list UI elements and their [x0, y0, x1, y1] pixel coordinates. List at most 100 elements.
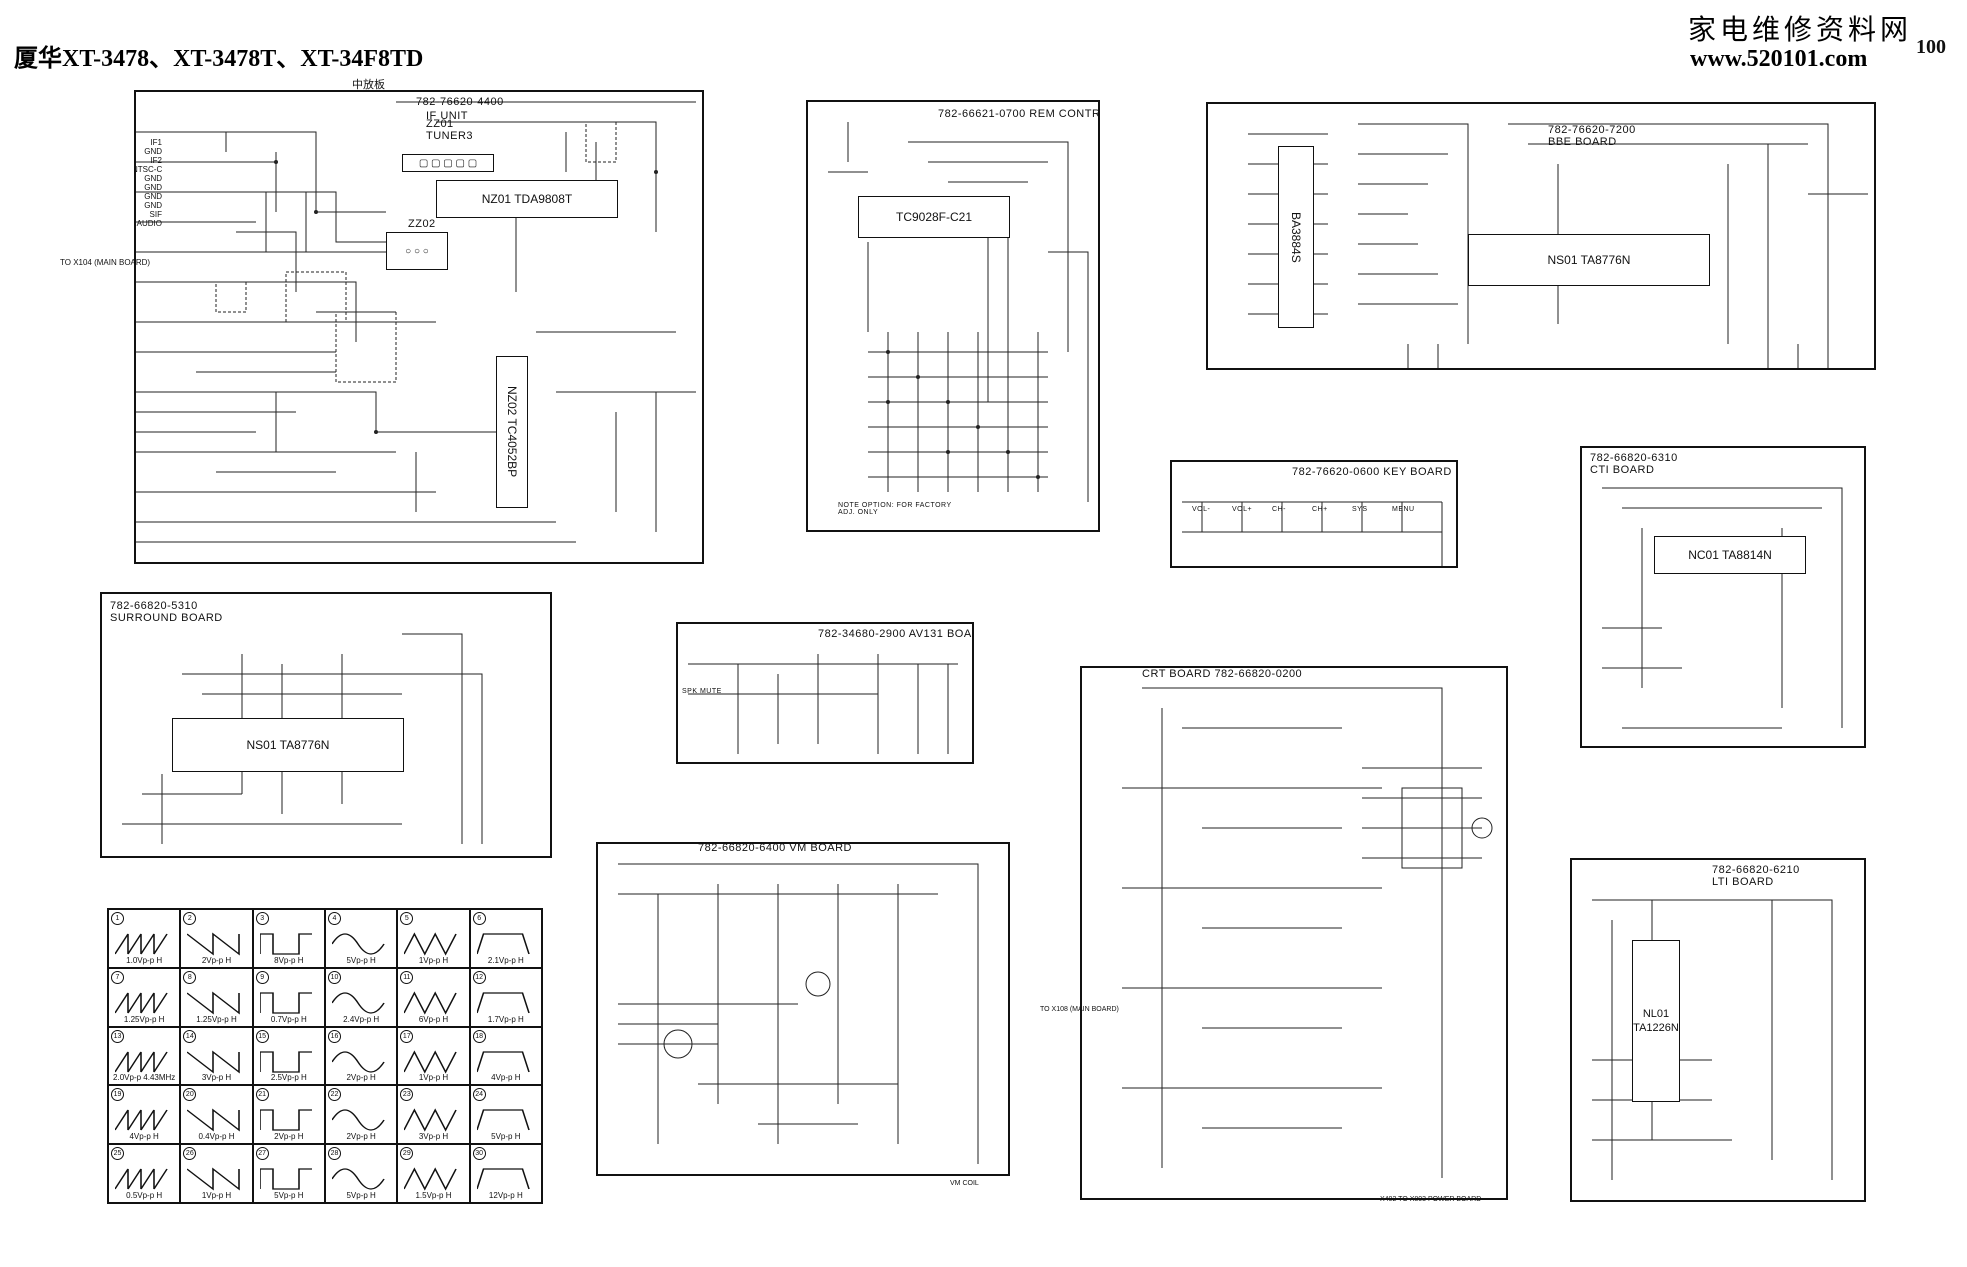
tuner-zz01: ▢ ▢ ▢ ▢ ▢ [402, 154, 494, 172]
crt-to-main: TO X108 (MAIN BOARD) [1040, 1006, 1119, 1013]
waveform-trace [187, 1050, 241, 1074]
waveform-trace [404, 932, 458, 956]
lti-board: 782-66820-6210 LTI BOARD NL01 TA1226N [1570, 858, 1866, 1202]
waveform-number: 17 [400, 1029, 414, 1043]
waveform-number: 8 [183, 970, 197, 984]
waveform-number: 7 [111, 970, 124, 984]
waveform-number: 9 [255, 970, 269, 984]
waveform-caption: 1.25Vp-p H [123, 1014, 165, 1024]
midboard-label: 中放板 [352, 79, 385, 91]
waveform-number: 16 [328, 1029, 341, 1043]
key-board-traces [1182, 501, 1443, 566]
ic-nl01-ta1226n: NL01 TA1226N [1632, 940, 1680, 1102]
waveform-trace [259, 1109, 312, 1131]
key-board-code: 782-76620-0600 KEY BOARD [1292, 466, 1452, 478]
lti-code: 782-66820-6210 [1712, 864, 1800, 876]
if-unit-code: 782-76620-4400 [416, 96, 504, 108]
waveform-number: 20 [183, 1088, 197, 1102]
waveform-trace [404, 1108, 458, 1133]
waveform-cell: 4 5Vp-p H [325, 909, 398, 968]
waveform-caption: 0.5Vp-p H [126, 1190, 163, 1200]
waveform-trace [115, 1168, 168, 1190]
waveform-caption: 8Vp-p H [274, 955, 304, 965]
key-sys: SYS [1352, 506, 1368, 513]
lti-traces [1592, 899, 1833, 1180]
waveform-caption: 6Vp-p H [418, 1014, 449, 1024]
waveform-number: 4 [328, 912, 341, 925]
waveform-caption: 4Vp-p H [129, 1132, 159, 1142]
waveform-trace [187, 991, 241, 1015]
waveform-trace [259, 1050, 312, 1073]
waveform-caption: 1.7Vp-p H [487, 1014, 524, 1024]
waveform-number: 19 [111, 1088, 124, 1102]
lti-name: LTI BOARD [1712, 876, 1774, 888]
waveform-cell: 3 8Vp-p H [252, 909, 325, 968]
waveform-caption: 5Vp-p H [346, 955, 376, 965]
waveform-trace [332, 933, 385, 955]
waveform-trace [115, 1051, 168, 1072]
vm-traces [618, 863, 979, 1164]
av131-spk-mute: SPK MUTE [682, 688, 722, 695]
key-board: 782-76620-0600 KEY BOARD VOL- VOL+ CH- C… [1170, 460, 1458, 568]
rem-control-traces [828, 122, 1089, 502]
ic-nz02-tc4052bp: NZ02 TC4052BP [496, 356, 528, 508]
waveform-caption: 2Vp-p H [346, 1132, 376, 1142]
waveform-number: 1 [111, 912, 124, 925]
waveform-trace [476, 1168, 530, 1190]
cti-code: 782-66820-6310 [1590, 452, 1678, 464]
key-menu: MENU [1392, 506, 1415, 513]
bbe-name: BBE BOARD [1548, 136, 1617, 148]
waveform-caption: 3Vp-p H [418, 1132, 449, 1142]
waveform-number: 24 [472, 1088, 486, 1102]
zz02-label: ZZ02 [408, 218, 436, 230]
waveform-number: 30 [472, 1147, 486, 1161]
cti-name: CTI BOARD [1590, 464, 1655, 476]
zz02: ○ ○ ○ [386, 232, 448, 270]
waveform-trace [332, 1168, 385, 1190]
waveform-caption: 2.0Vp-p 4.43MHz [113, 1073, 176, 1083]
waveform-caption: 5Vp-p H [274, 1190, 304, 1200]
waveform-number: 3 [255, 912, 269, 925]
waveform-trace [404, 1167, 458, 1191]
waveform-trace [404, 1049, 458, 1074]
waveform-caption: 2Vp-p H [274, 1132, 304, 1142]
ic-surround-ta8776n: NS01 TA8776N [172, 718, 404, 772]
vm-code: 782-66820-6400 VM BOARD [698, 842, 852, 854]
surround-board: 782-66820-5310 SURROUND BOARD NS01 TA877… [100, 592, 552, 858]
crt-power: X402 TO X803 POWER BOARD [1380, 1196, 1482, 1203]
waveform-trace [476, 933, 530, 955]
vm-board: 782-66820-6400 VM BOARD [596, 842, 1010, 1176]
waveform-trace [259, 933, 312, 955]
waveform-caption: 2Vp-p H [201, 955, 232, 965]
waveform-trace [332, 992, 385, 1014]
rem-control-note: NOTE OPTION: FOR FACTORY ADJ. ONLY [838, 502, 952, 516]
waveform-trace [187, 1167, 241, 1191]
waveform-number: 13 [111, 1029, 124, 1043]
waveform-trace [187, 932, 241, 956]
rem-control-code: 782-66621-0700 REM CONTROL [938, 108, 1100, 120]
key-vol-minus: VOL- [1192, 506, 1211, 513]
waveform-cell: 13 2.0Vp-p 4.43MHz [108, 1026, 181, 1086]
key-ch-minus: CH- [1272, 506, 1286, 513]
waveform-number: 15 [255, 1029, 269, 1043]
av131-board: 782-34680-2900 AV131 BOARD SPK MUTE [676, 622, 974, 764]
waveform-number: 12 [472, 970, 486, 984]
ic-tc9028f-c21: TC9028F-C21 [858, 196, 1010, 238]
waveform-caption: 1.25Vp-p H [196, 1014, 237, 1024]
